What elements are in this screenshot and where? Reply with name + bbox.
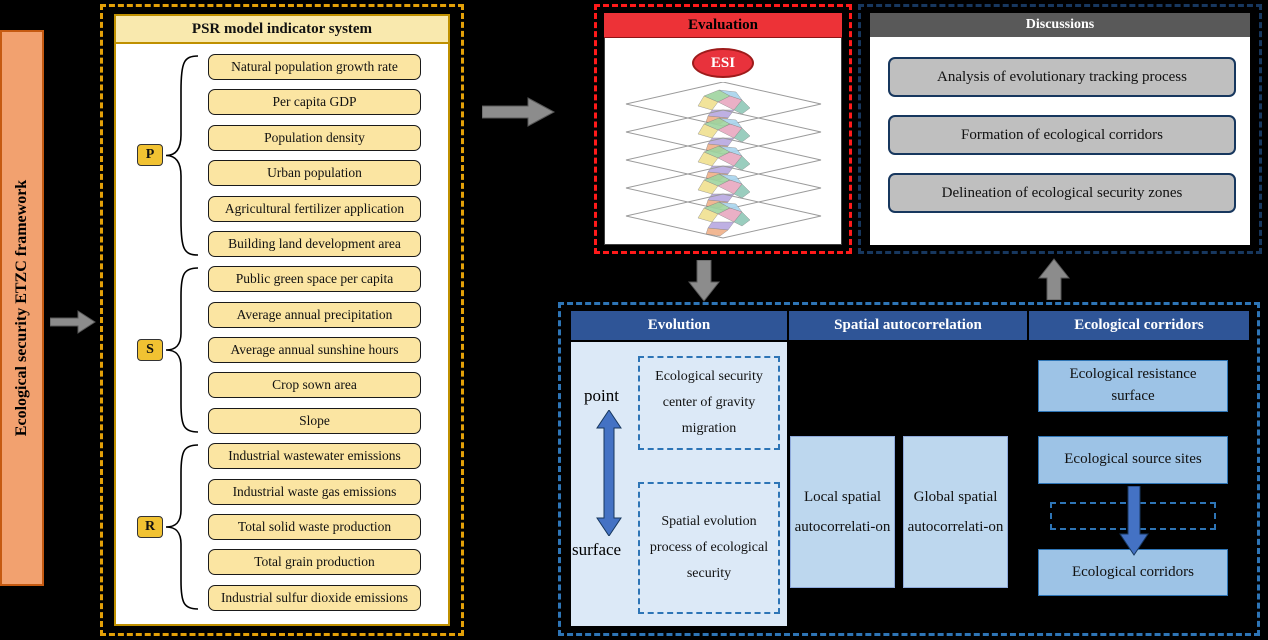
psr-dashed-frame xyxy=(100,4,464,636)
flow-arrow-down-icon xyxy=(688,260,720,302)
surface-label: surface xyxy=(572,540,622,559)
evolution-header: Evolution xyxy=(571,311,787,340)
layered-map-graphic xyxy=(625,82,822,239)
point-surface-double-arrow-icon xyxy=(596,410,622,536)
indicator-box: Industrial sulfur dioxide emissions xyxy=(208,585,421,611)
spatial-box: Local spatial autocorrelati-on xyxy=(790,436,895,588)
indicator-box: Slope xyxy=(208,408,421,434)
evaluation-title: Evaluation xyxy=(604,13,842,38)
esi-badge: ESI xyxy=(692,48,754,78)
evolution-box: Spatial evolution process of ecological … xyxy=(638,482,780,614)
discussions-title: Discussions xyxy=(870,13,1250,37)
spatial-autocorrelation-header: Spatial autocorrelation xyxy=(789,311,1027,340)
indicator-box: Total solid waste production xyxy=(208,514,421,540)
indicator-box: Average annual sunshine hours xyxy=(208,337,421,363)
analysis-dashed-frame xyxy=(558,302,1260,636)
psr-label-r: R xyxy=(137,516,163,538)
brace-r-icon xyxy=(165,444,199,610)
psr-label-p: P xyxy=(137,144,163,166)
indicator-box: Natural population growth rate xyxy=(208,54,421,80)
indicator-box: Crop sown area xyxy=(208,372,421,398)
brace-p-icon xyxy=(165,55,199,256)
brace-s-icon xyxy=(165,267,199,433)
discussion-item: Delineation of ecological security zones xyxy=(888,173,1236,213)
corridor-box: Ecological source sites xyxy=(1038,436,1228,484)
indicator-box: Per capita GDP xyxy=(208,89,421,115)
spatial-box: Global spatial autocorrelati-on xyxy=(903,436,1008,588)
indicator-box: Urban population xyxy=(208,160,421,186)
indicator-box: Agricultural fertilizer application xyxy=(208,196,421,222)
point-label: point xyxy=(584,386,619,405)
indicator-box: Public green space per capita xyxy=(208,266,421,292)
evolution-box: Ecological security center of gravity mi… xyxy=(638,356,780,450)
discussion-item: Formation of ecological corridors xyxy=(888,115,1236,155)
ecological-corridors-header: Ecological corridors xyxy=(1029,311,1249,340)
indicator-box: Building land development area xyxy=(208,231,421,257)
psr-title: PSR model indicator system xyxy=(116,16,448,44)
framework-label: Ecological security ETZC framework xyxy=(13,179,30,437)
indicator-box: Population density xyxy=(208,125,421,151)
flow-arrow-up-icon xyxy=(1038,258,1070,300)
indicator-box: Industrial waste gas emissions xyxy=(208,479,421,505)
indicator-box: Total grain production xyxy=(208,549,421,575)
framework-bar: Ecological security ETZC framework xyxy=(0,30,44,586)
discussion-item: Analysis of evolutionary tracking proces… xyxy=(888,57,1236,97)
flow-arrow-right-icon xyxy=(482,97,556,127)
corridor-arrow-down-icon xyxy=(1119,486,1149,556)
indicator-box: Industrial wastewater emissions xyxy=(208,443,421,469)
discussions-dashed-frame xyxy=(858,4,1262,254)
flow-arrow-right-icon xyxy=(50,310,96,334)
corridor-box: Ecological resistance surface xyxy=(1038,360,1228,412)
corridor-box: Ecological corridors xyxy=(1038,549,1228,596)
indicator-box: Average annual precipitation xyxy=(208,302,421,328)
evaluation-dashed-frame xyxy=(594,4,852,254)
psr-label-s: S xyxy=(137,339,163,361)
